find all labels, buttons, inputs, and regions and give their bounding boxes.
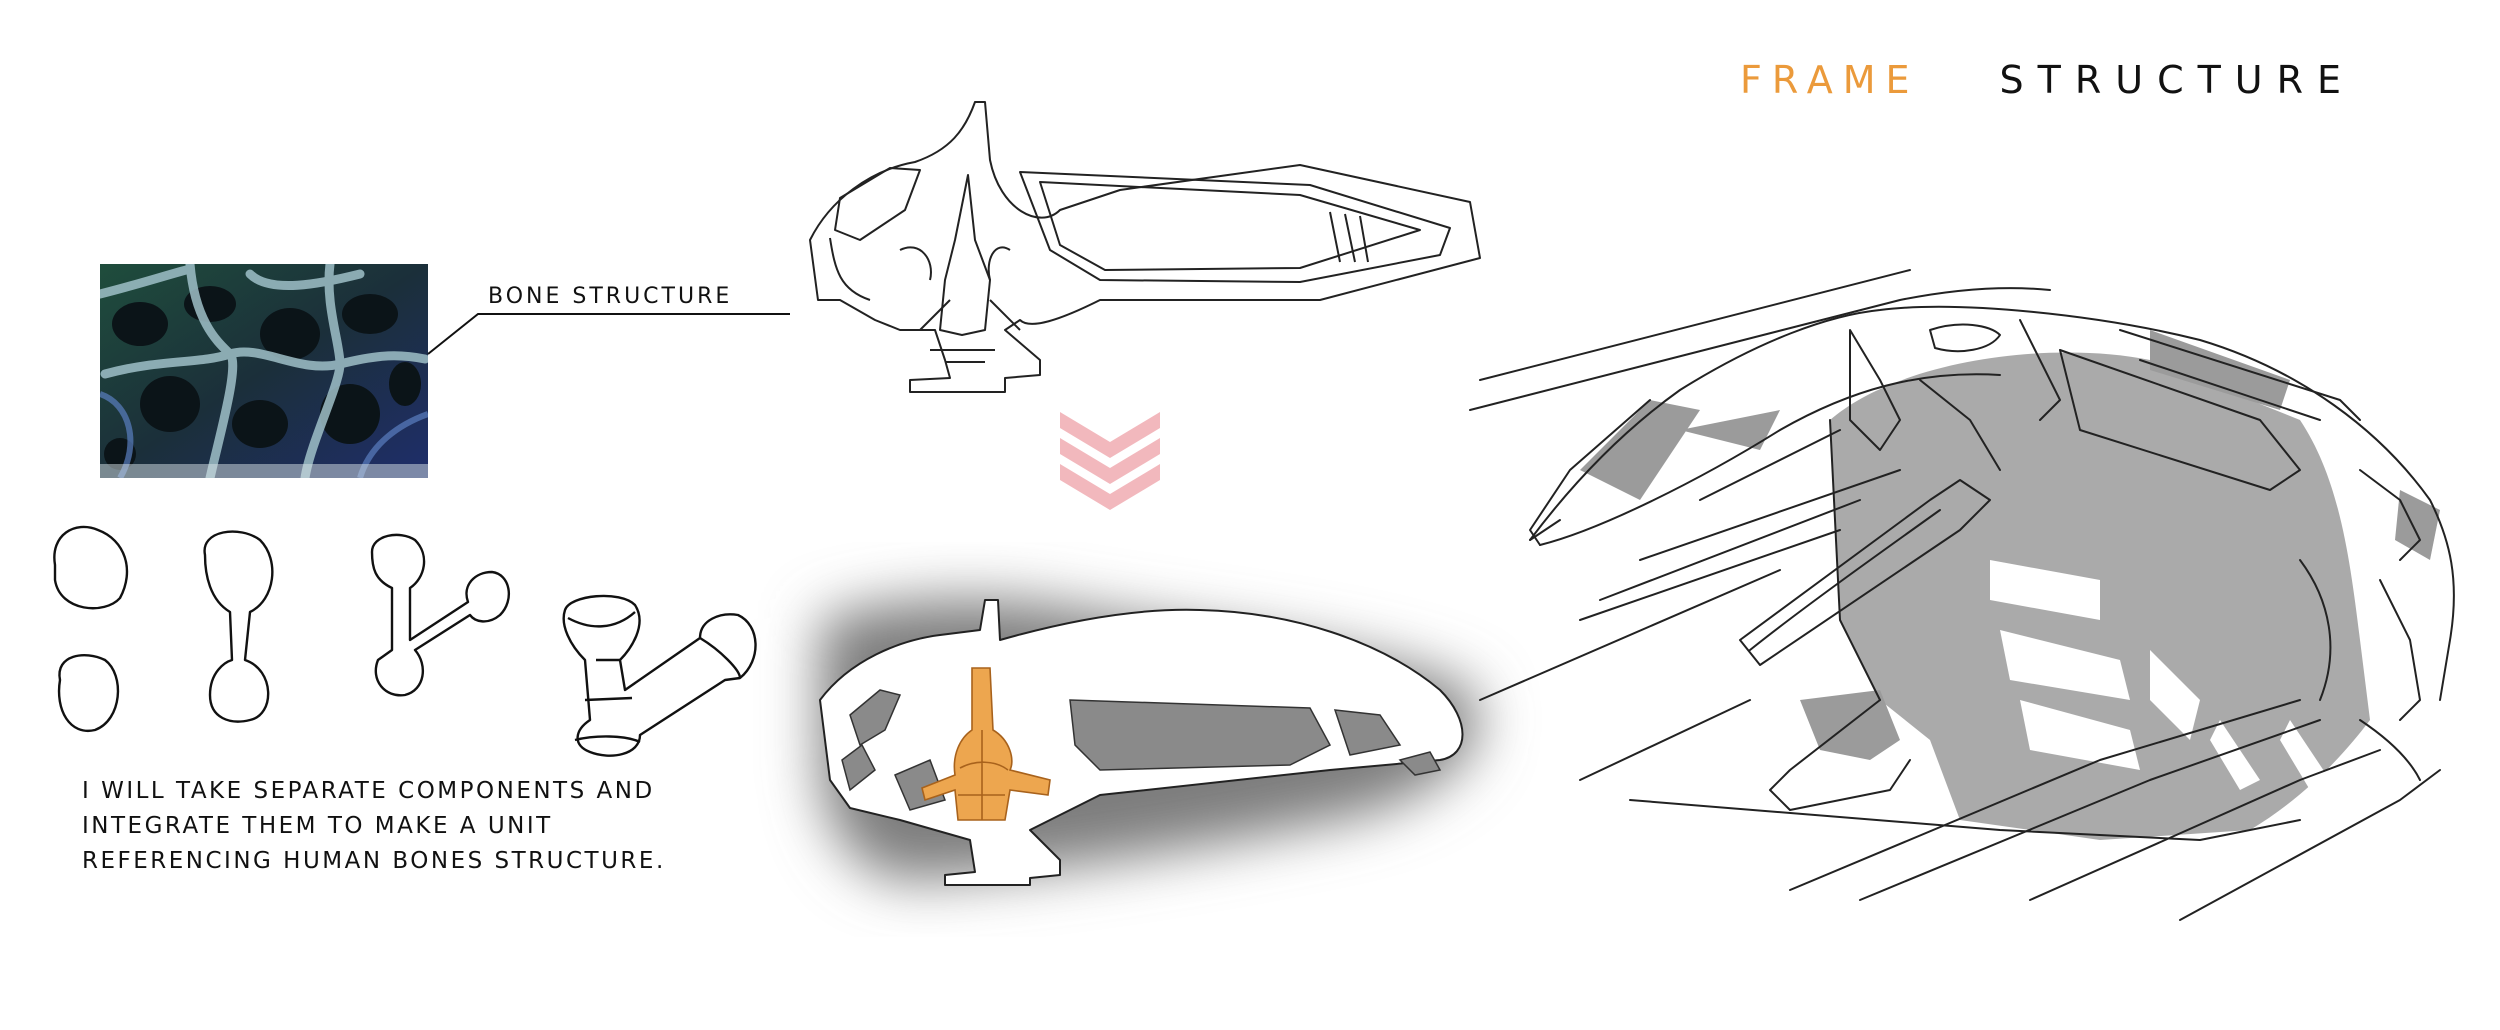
bone-structure-photo — [100, 264, 428, 478]
caption-line-3: REFERENCING HUMAN BONES STRUCTURE. — [82, 848, 666, 874]
frame-wireframe-sketch — [809, 101, 1481, 393]
label-leader-line — [427, 313, 790, 355]
bone-component-sketches — [53, 525, 757, 757]
caption-text: I WILL TAKE SEPARATE COMPONENTS AND INTE… — [82, 774, 666, 879]
chevron-down-icon — [1060, 412, 1160, 510]
cockpit-perspective-sketch — [1469, 269, 2455, 921]
caption-line-1: I WILL TAKE SEPARATE COMPONENTS AND — [82, 778, 655, 804]
orange-spine-component — [921, 667, 1051, 821]
caption-line-2: INTEGRATE THEM TO MAKE A UNIT — [82, 813, 553, 839]
title-frame: FRAME — [1740, 58, 1920, 102]
title-structure: STRUCTURE — [1999, 58, 2356, 102]
bone-structure-label: BONE STRUCTURE — [488, 284, 733, 309]
page-title: FRAME STRUCTURE — [1740, 58, 2355, 102]
frame-shaded-sketch — [819, 599, 1479, 886]
